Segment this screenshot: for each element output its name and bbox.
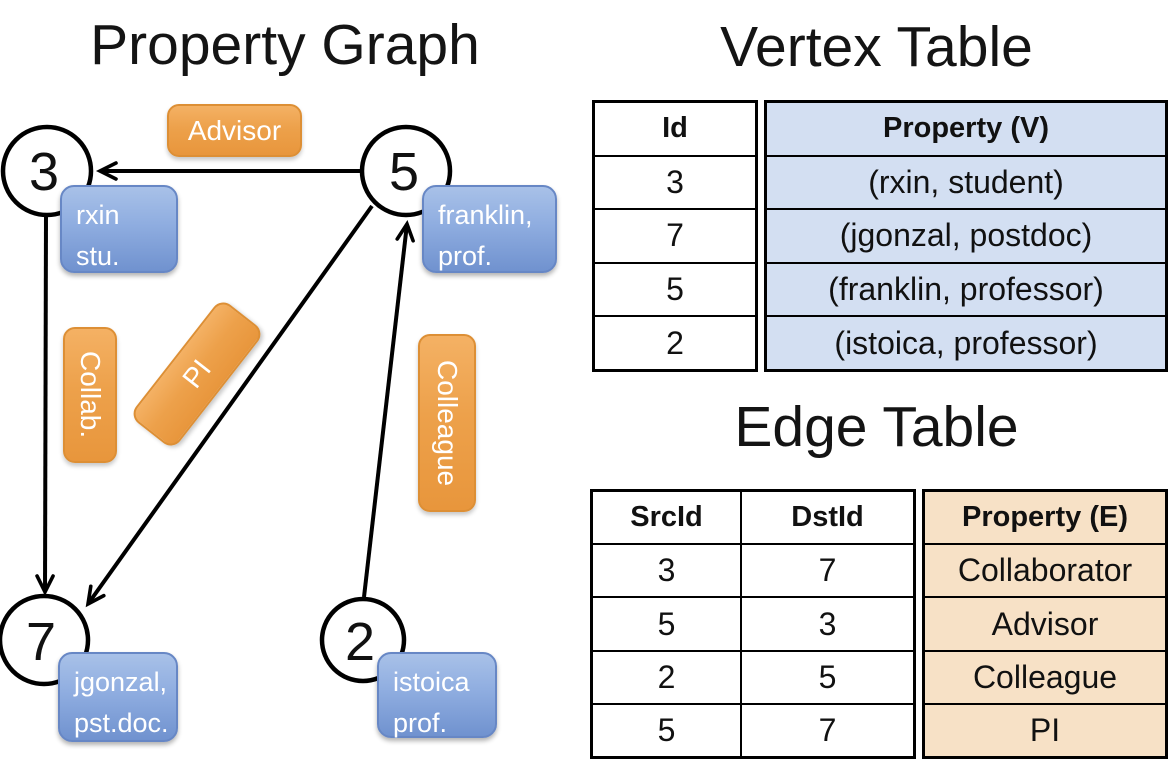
edge-table-row: 5 3 [593, 598, 913, 652]
edge-pi-5-to-7 [85, 204, 374, 608]
vertex-box-jgonzal: jgonzal, pst.doc. [58, 652, 178, 742]
vertex-box-jgonzal-line2: pst.doc. [74, 707, 169, 738]
vertex-id-cell: 3 [595, 157, 755, 211]
edge-label-colleague: Colleague [418, 334, 476, 512]
vertex-table-id-column: Id 3 7 5 2 [592, 100, 758, 372]
vertex-box-franklin: franklin, prof. [422, 185, 557, 273]
vertex-table-property-header: Property (V) [767, 103, 1165, 157]
node-7-label: 7 [26, 612, 56, 672]
vertex-property-cell: (rxin, student) [767, 157, 1165, 211]
vertex-box-rxin-line2: stu. [76, 240, 120, 271]
edge-src-cell: 5 [593, 598, 742, 650]
node-2-label: 2 [345, 612, 375, 672]
edge-property-cell: Collaborator [925, 545, 1165, 599]
edge-src-cell: 5 [593, 704, 742, 757]
edge-dst-cell: 3 [818, 605, 837, 642]
edge-label-pi-text: PI [176, 353, 217, 394]
node-3-label: 3 [29, 142, 59, 202]
edge-property-cell: Colleague [925, 652, 1165, 705]
edge-table-row: 5 7 [593, 704, 913, 757]
vertex-table-id-header: Id [595, 103, 755, 157]
vertex-box-rxin-line1: rxin [76, 200, 120, 230]
vertex-box-jgonzal-line1: jgonzal, [74, 667, 168, 697]
edge-colleague-2-to-5 [362, 220, 415, 598]
edge-dst-cell: 7 [818, 552, 837, 589]
vertex-table-property-column: Property (V) (rxin, student) (jgonzal, p… [764, 100, 1168, 372]
edge-table-srcid-header: SrcId [593, 492, 742, 544]
edge-label-collab: Collab. [63, 327, 117, 463]
vertex-id-cell: 2 [666, 324, 684, 361]
vertex-box-rxin: rxin stu. [60, 185, 178, 273]
edge-table-property-column: Property (E) Collaborator Advisor Collea… [922, 489, 1168, 759]
edge-dst-cell: 5 [818, 658, 837, 695]
edge-table-header-row: SrcId DstId [593, 492, 913, 546]
edge-table-src-dst-columns: SrcId DstId 3 7 5 3 2 5 5 7 [590, 489, 916, 759]
edge-table-dstid-header: DstId [791, 501, 864, 534]
edge-property-cell: Advisor [925, 598, 1165, 652]
edge-label-colleague-text: Colleague [432, 359, 463, 487]
vertex-box-franklin-line2: prof. [438, 240, 493, 271]
edge-label-advisor-text: Advisor [187, 114, 282, 146]
edge-label-collab-text: Collab. [75, 351, 106, 439]
edge-collaborator-3-to-7 [35, 213, 55, 597]
edge-src-cell: 3 [593, 545, 742, 597]
vertex-property-cell: (istoica, professor) [834, 324, 1098, 361]
edge-label-advisor: Advisor [167, 104, 302, 157]
vertex-box-istoica: istoica prof. [377, 652, 497, 738]
edge-table-property-header: Property (E) [925, 492, 1165, 546]
edge-src-cell: 2 [593, 651, 742, 703]
property-graph-title: Property Graph [90, 13, 480, 77]
property-graph-canvas: 3 5 7 2 [0, 124, 453, 687]
edge-table-row: 3 7 [593, 545, 913, 599]
edge-table-title: Edge Table [734, 395, 1019, 459]
vertex-table-title: Vertex Table [720, 15, 1033, 79]
edge-table-row: 2 5 [593, 651, 913, 705]
vertex-property-cell: (franklin, professor) [767, 264, 1165, 318]
vertex-box-istoica-line2: prof. [393, 707, 448, 738]
edge-dst-cell: 7 [818, 711, 837, 748]
vertex-box-franklin-line1: franklin, [438, 200, 533, 230]
vertex-id-cell: 7 [595, 210, 755, 264]
node-5-label: 5 [389, 142, 419, 202]
edge-property-cell: PI [1029, 711, 1061, 748]
vertex-property-cell: (jgonzal, postdoc) [767, 210, 1165, 264]
vertex-id-cell: 5 [595, 264, 755, 318]
vertex-box-istoica-line1: istoica [393, 667, 470, 697]
